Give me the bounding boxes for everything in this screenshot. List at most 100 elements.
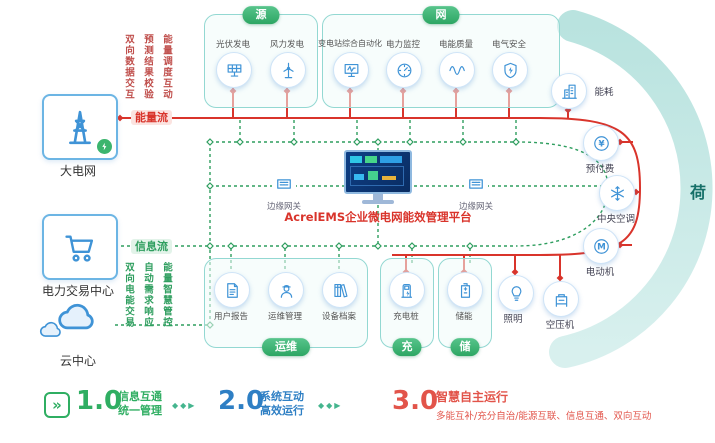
user-report-icon (223, 281, 242, 300)
info-notes: 双向电能交易 自动需求响应 能量智慧管控 (121, 262, 173, 328)
central-ac-label: 中央空调 (596, 214, 636, 225)
substation-icon (342, 61, 361, 80)
monitor-screen (344, 150, 412, 194)
trading-cart-icon (61, 228, 99, 266)
gateway-right-label: 边缘网关 (458, 202, 493, 212)
wind-node (270, 52, 306, 88)
info-note: 双向电能交易 (123, 262, 134, 328)
electrical-safety-icon (501, 61, 520, 80)
power-monitor-icon (395, 61, 414, 80)
prepaid-icon: ¥ (592, 134, 611, 153)
pv-label: 光伏发电 (215, 40, 251, 50)
energy-flow-tag: 能量流 (131, 110, 172, 125)
gateway-icon (273, 174, 295, 194)
om-management-label: 运维管理 (267, 312, 303, 322)
om-pill: 运维 (262, 338, 310, 356)
equipment-archive-node (322, 272, 358, 308)
stage2-text: 系统互动 高效运行 (260, 390, 304, 418)
stage2-line2: 高效运行 (260, 404, 304, 417)
prepaid-label: 预付费 (585, 164, 615, 175)
solar-panel-icon (225, 61, 244, 80)
trading-center-label: 电力交易中心 (41, 284, 114, 298)
lighting-icon (507, 284, 526, 303)
fast-forward-icon: » (44, 392, 70, 418)
electrical-safety-node (492, 52, 528, 88)
svg-text:¥: ¥ (598, 139, 604, 149)
stage1-line2: 统一管理 (118, 404, 162, 417)
transmission-tower-icon (59, 106, 101, 148)
air-compressor-label: 空压机 (545, 320, 575, 331)
gateway-left-label: 边缘网关 (266, 202, 301, 212)
monitor-base (362, 200, 394, 204)
load-arc-label: 荷 (690, 183, 707, 202)
charging-pile-label: 充电桩 (393, 312, 419, 322)
energy-consumption-icon (560, 82, 579, 101)
grid-pill: 网 (422, 6, 460, 24)
charge-pill: 充 (392, 338, 422, 356)
energy-storage-node (447, 272, 483, 308)
wind-turbine-icon (279, 61, 298, 80)
lighting-label: 照明 (503, 314, 523, 325)
user-report-node (214, 272, 250, 308)
stage3-version: 3.0 (392, 386, 439, 416)
monitor-stand (373, 194, 383, 200)
stage1-version: 1.0 (76, 386, 123, 416)
main-grid-box (42, 94, 118, 160)
energy-notes: 双向数据交互 预测结果校验 能量调度互动 (121, 34, 173, 100)
stage1-line1: 信息互通 (118, 390, 162, 403)
trading-center-box (42, 214, 118, 280)
user-report-label: 用户报告 (213, 312, 249, 322)
storage-panel: 储 (438, 258, 492, 356)
motor-label: 电动机 (585, 267, 615, 278)
central-ac-icon (608, 184, 627, 203)
energy-storage-icon (456, 281, 475, 300)
cloud-icon (48, 294, 106, 338)
lighting-node (498, 275, 534, 311)
wind-label: 风力发电 (269, 40, 305, 50)
power-quality-label: 电能质量 (438, 40, 474, 50)
info-flow-tag: 信息流 (131, 239, 172, 254)
stage1-text: 信息互通 统一管理 (118, 390, 162, 418)
energy-storage-label: 储能 (455, 312, 473, 322)
prepaid-node: ¥ (583, 125, 619, 161)
motor-node: M (583, 228, 619, 264)
edge-gateway-right: 边缘网关 (454, 173, 498, 212)
air-compressor-icon (552, 290, 571, 309)
substation-node (333, 52, 369, 88)
power-monitor-label: 电力监控 (385, 40, 421, 50)
electrical-safety-label: 电气安全 (491, 40, 527, 50)
power-quality-icon (448, 61, 467, 80)
stage-arrow-icon: ◆◆▶ (318, 401, 343, 410)
energy-note: 预测结果校验 (142, 34, 153, 100)
energy-consumption-node (551, 73, 587, 109)
air-compressor-node (543, 281, 579, 317)
pv-node (216, 52, 252, 88)
om-management-icon (277, 281, 296, 300)
motor-icon: M (592, 237, 611, 256)
source-pill: 源 (242, 6, 280, 24)
om-management-node (268, 272, 304, 308)
cloud-small-icon (34, 316, 68, 342)
stage2-line1: 系统互动 (260, 390, 304, 403)
platform-monitor (344, 150, 412, 204)
info-note: 能量智慧管控 (161, 262, 172, 328)
grid-energy-badge (97, 139, 112, 154)
energy-consumption-label: 能耗 (594, 87, 614, 98)
storage-pill: 储 (450, 338, 480, 356)
stage3-title: 智慧自主运行 (436, 390, 509, 404)
power-monitor-node (386, 52, 422, 88)
cloud-center-label: 云中心 (59, 354, 96, 368)
equipment-archive-icon (331, 281, 350, 300)
energy-note: 双向数据交互 (123, 34, 134, 100)
power-quality-node (439, 52, 475, 88)
platform-title: AcrelEMS企业微电网能效管理平台 (284, 210, 472, 224)
substation-label: 变电站综合自动化 (318, 39, 382, 48)
charging-pile-icon (398, 281, 417, 300)
gateway-icon (465, 174, 487, 194)
svg-text:M: M (597, 242, 606, 252)
load-arc-band (549, 10, 713, 368)
equipment-archive-label: 设备档案 (321, 312, 357, 322)
stage2-version: 2.0 (218, 386, 265, 416)
central-ac-node (599, 175, 635, 211)
